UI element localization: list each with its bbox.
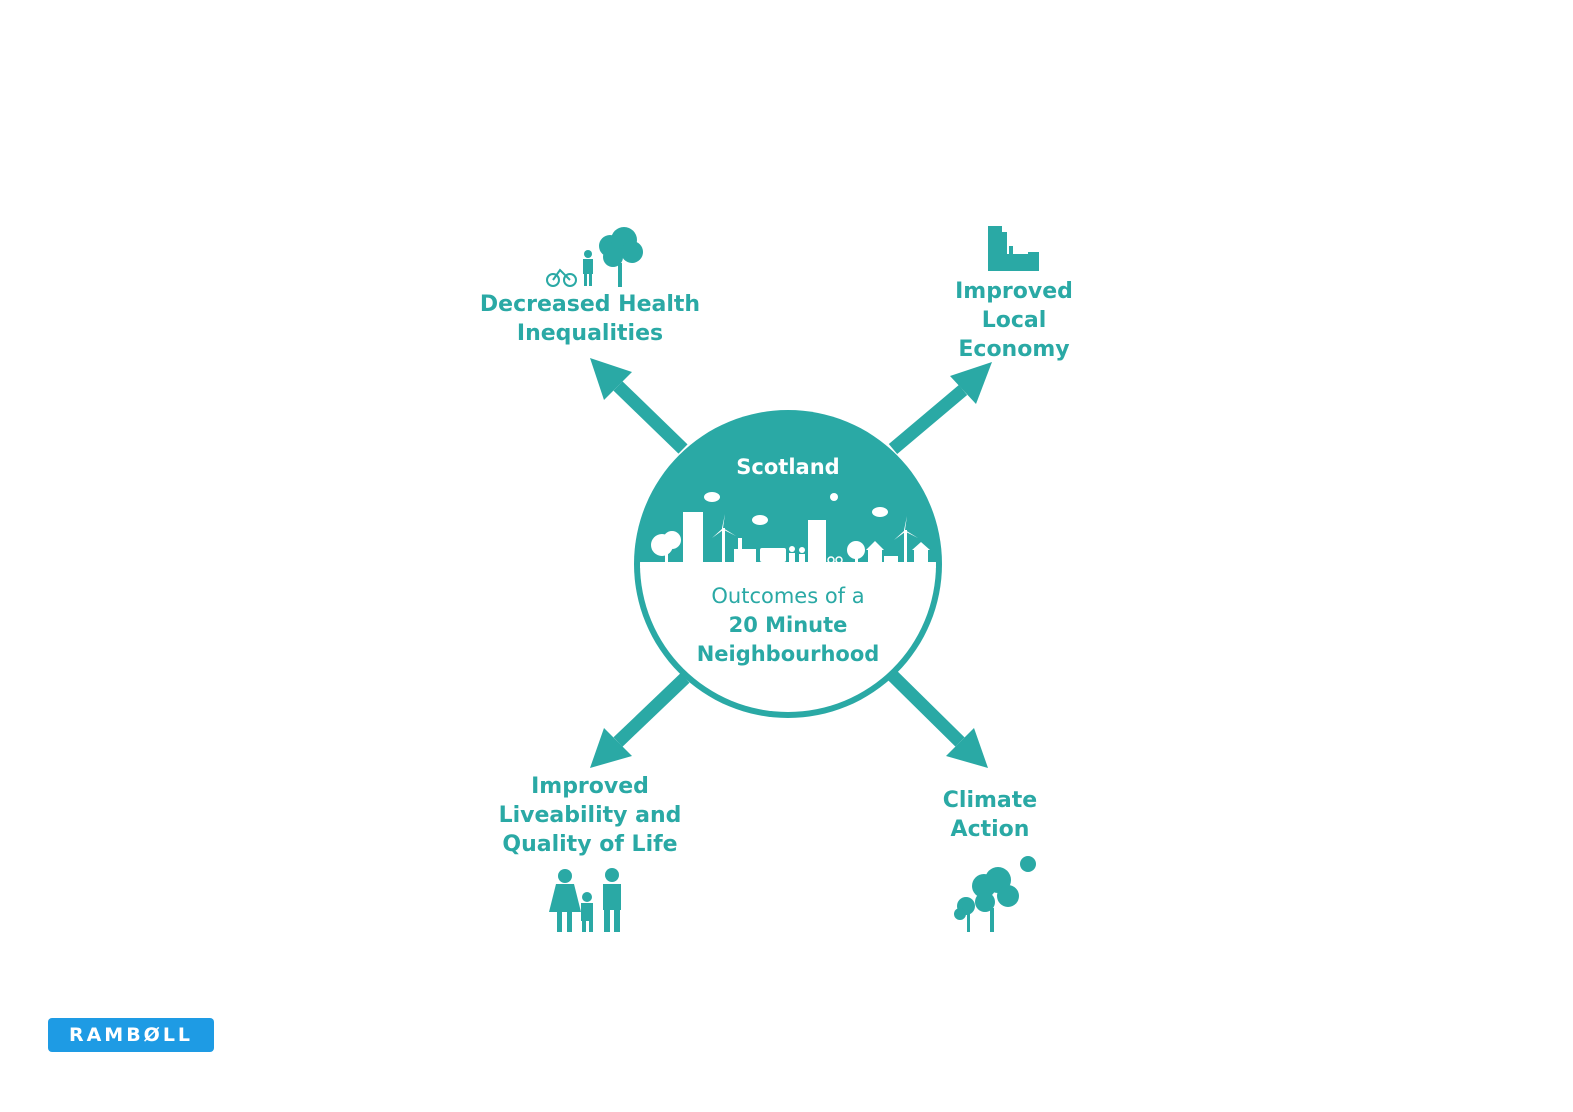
outcome-economy-line-1: Improved — [955, 279, 1073, 304]
cyclist-tree-icon — [546, 227, 643, 287]
family-icon — [549, 868, 621, 932]
outcome-liveability: Improved Liveability and Quality of Life — [480, 772, 700, 859]
center-line-3: Neighbourhood — [696, 642, 880, 666]
city-skyline-icon — [640, 492, 936, 568]
outcome-climate-line-2: Action — [950, 817, 1030, 842]
outcome-health-line-2: Inequalities — [516, 321, 664, 346]
outcome-health-line-1: Decreased Health — [479, 292, 701, 317]
outcome-liveability-line-3: Quality of Life — [502, 832, 678, 857]
arrow-up-right — [888, 362, 992, 454]
trees-sun-icon — [954, 856, 1036, 932]
outcome-economy-line-2: Local — [981, 308, 1047, 333]
arrow-up-left — [590, 358, 688, 454]
ramboll-logo: RAMBØLL — [48, 1018, 214, 1052]
outcome-economy: Improved Local Economy — [924, 277, 1104, 364]
outcome-climate-line-1: Climate — [942, 788, 1038, 813]
buildings-factory-icon — [988, 226, 1039, 271]
outcome-economy-line-3: Economy — [958, 337, 1070, 362]
outcome-climate: Climate Action — [910, 786, 1070, 844]
center-subtitle: Outcomes of a 20 Minute Neighbourhood — [650, 582, 926, 669]
center-title: Scotland — [736, 455, 840, 479]
outcome-liveability-line-2: Liveability and — [498, 803, 682, 828]
outcome-liveability-line-1: Improved — [531, 774, 649, 799]
outcome-health: Decreased Health Inequalities — [470, 290, 710, 348]
center-line-2: 20 Minute — [728, 613, 848, 637]
center-line-1: Outcomes of a — [711, 584, 865, 608]
arrow-down-left — [590, 673, 690, 768]
arrow-down-right — [888, 671, 988, 768]
